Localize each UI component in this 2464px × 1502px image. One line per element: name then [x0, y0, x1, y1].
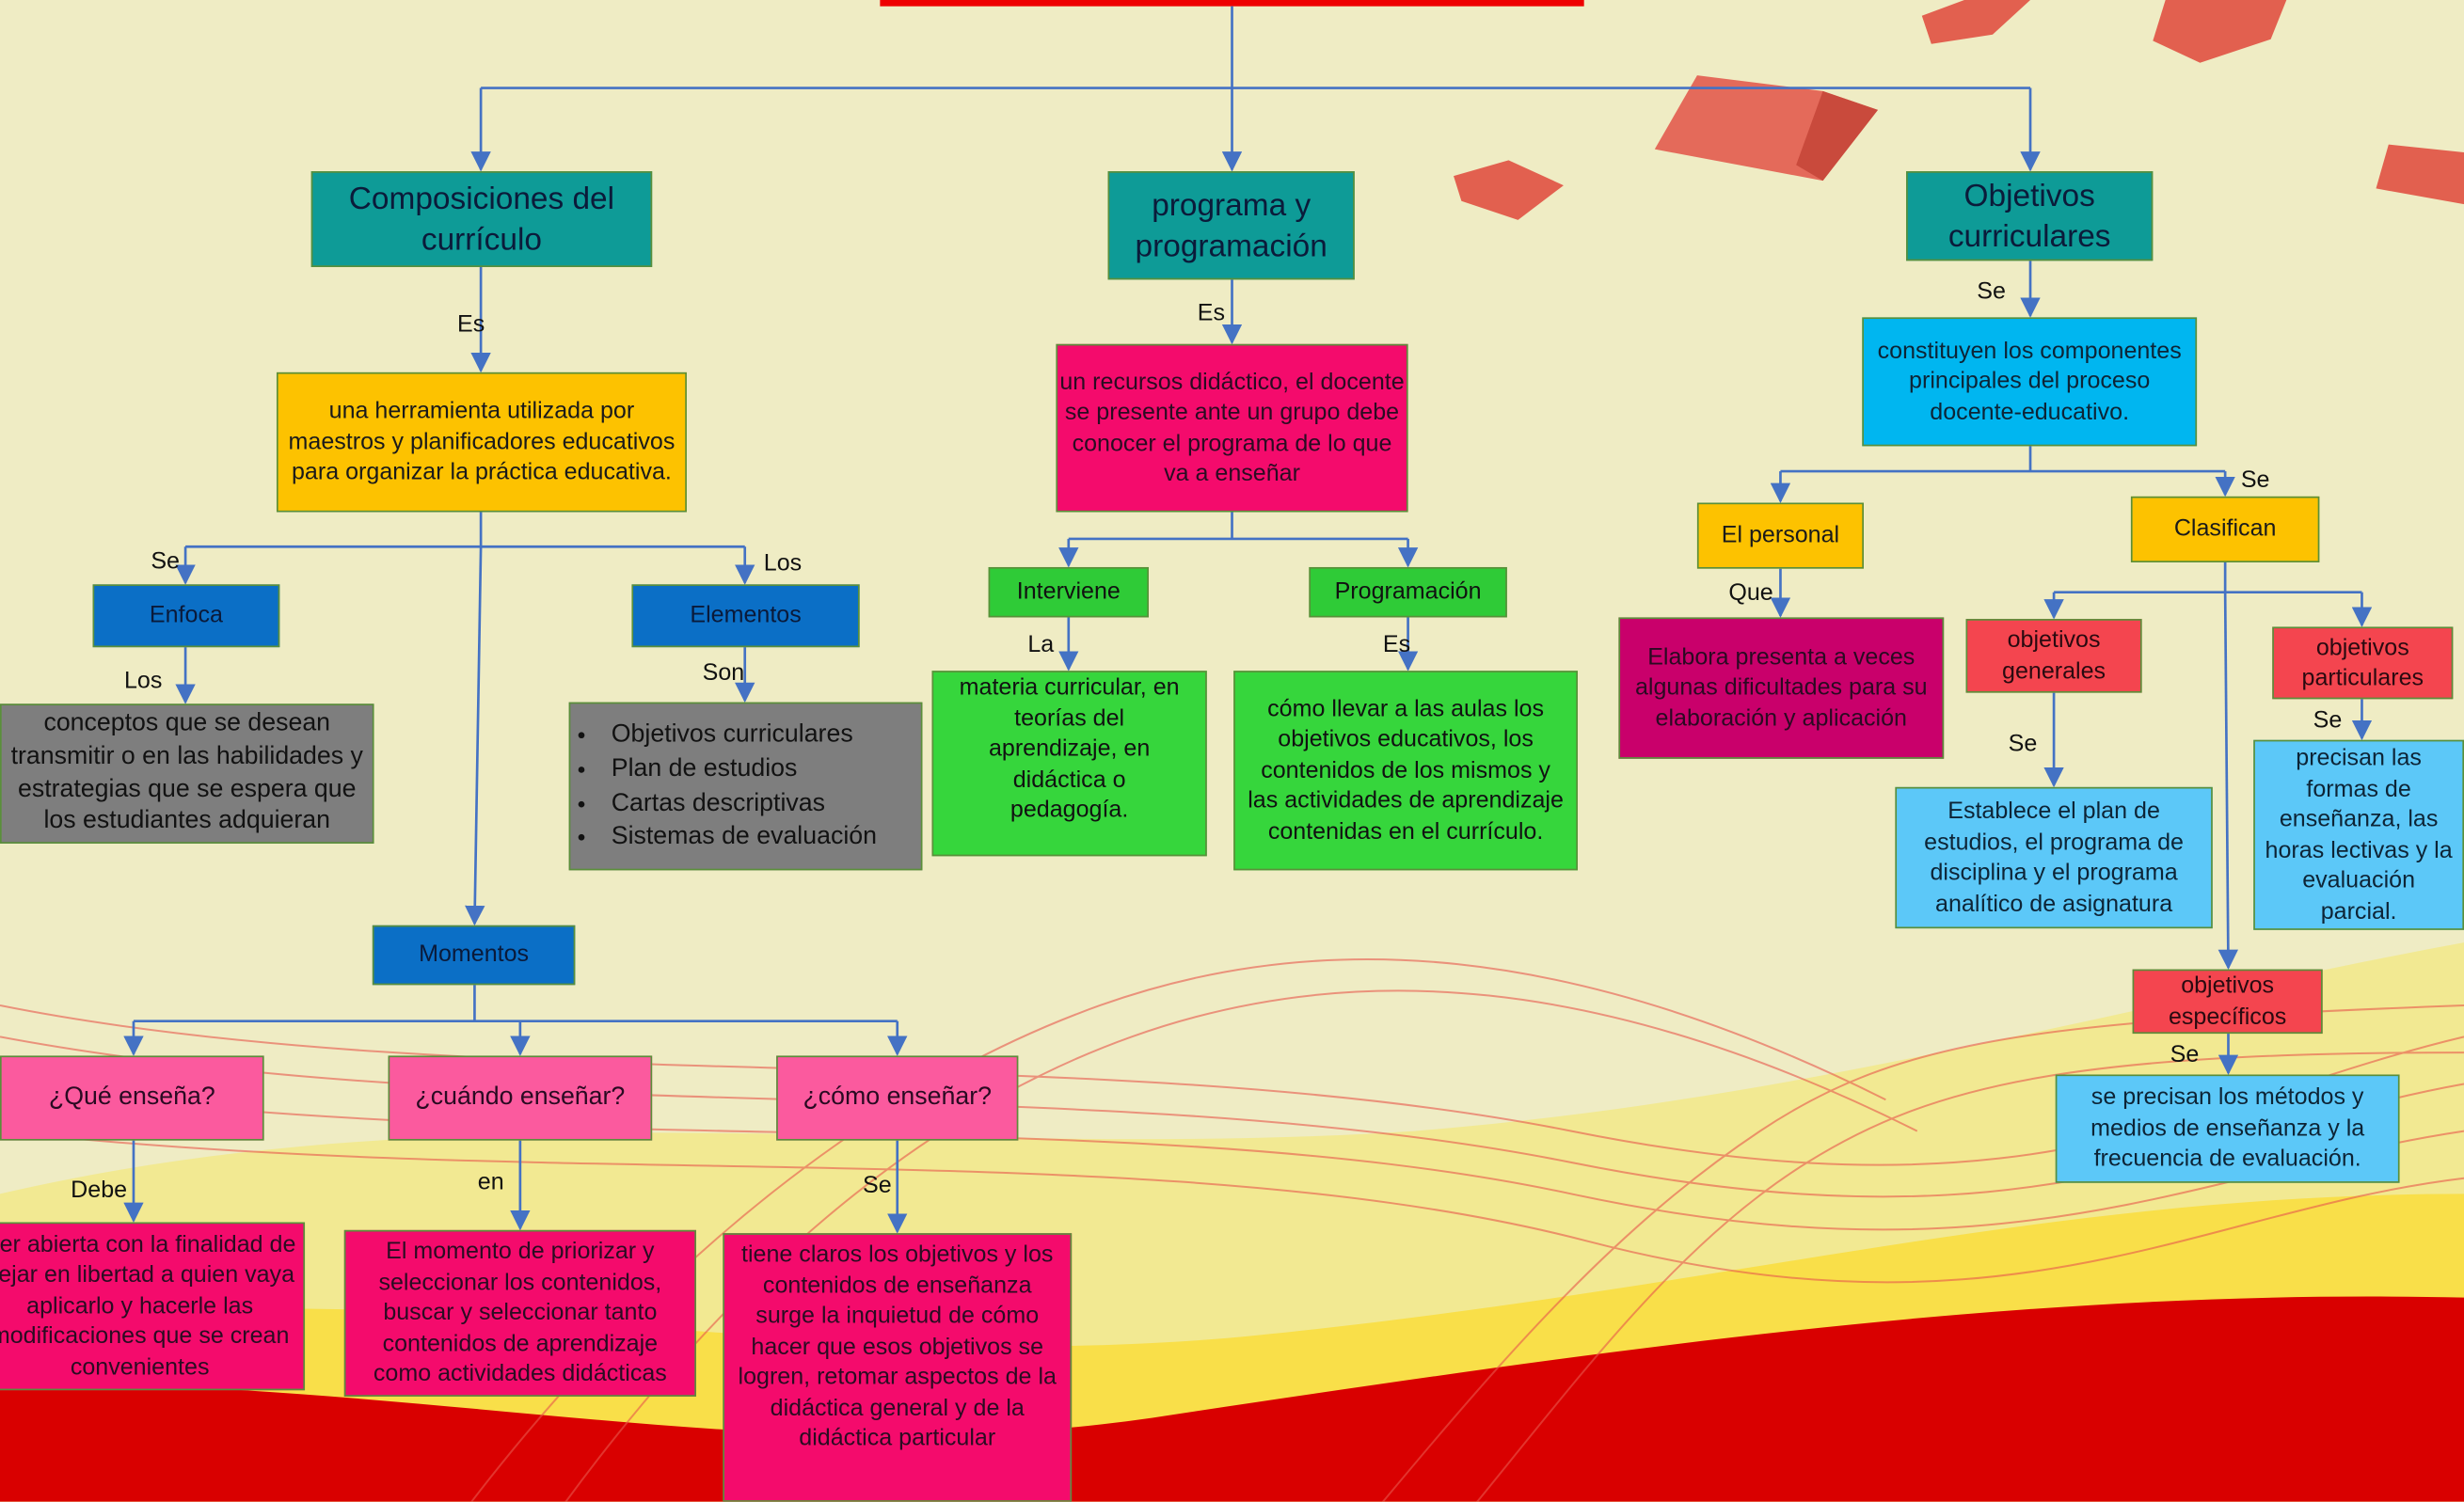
node-el-personal: El personal	[1696, 502, 1864, 569]
connector-label: Son	[702, 659, 745, 687]
node-momento-priorizar-text: El momento de priorizar y seleccionar lo…	[373, 1238, 667, 1388]
node-elabora-text: Elabora presenta a veces algunas dificul…	[1634, 643, 1928, 732]
connector-label: La	[1027, 631, 1055, 658]
node-enfoca: Enfoca	[92, 584, 280, 648]
node-programa: programa y programación	[1107, 171, 1355, 280]
node-materia-text: materia curricular, en teorías del apren…	[959, 673, 1180, 824]
connector-label: Debe	[71, 1177, 128, 1204]
node-cuando-ensenar-text: ¿cuándo enseñar?	[415, 1083, 626, 1111]
node-tiene-claros: tiene claros los objetivos y los conteni…	[723, 1233, 1073, 1502]
connector-label: Es	[1382, 631, 1411, 658]
node-enfoca-text: Enfoca	[149, 602, 223, 629]
node-elabora: Elabora presenta a veces algunas dificul…	[1618, 617, 1945, 759]
node-programacion: Programación	[1309, 566, 1507, 618]
node-como-ensenar: ¿cómo enseñar?	[776, 1055, 1019, 1141]
node-clasifican: Clasifican	[2130, 496, 2320, 562]
node-materia: materia curricular, en teorías del apren…	[931, 671, 1207, 857]
node-como-llevar: cómo llevar a las aulas los objetivos ed…	[1233, 671, 1578, 871]
node-conceptos-text: conceptos que se desean transmitir o en …	[10, 709, 363, 835]
node-abierta-text: Ser abierta con la finalidad de dejar en…	[0, 1231, 296, 1381]
node-obj-generales: objetivos generales	[1965, 619, 2142, 693]
connector-label: en	[477, 1168, 504, 1196]
node-recursos: un recursos didáctico, el docente se pre…	[1056, 343, 1408, 513]
node-precisan-metodos: se precisan los métodos y medios de ense…	[2055, 1074, 2400, 1183]
node-clasifican-text: Clasifican	[2173, 515, 2277, 543]
list-item: Objetivos curriculares	[602, 719, 877, 752]
list-item: Plan de estudios	[602, 752, 877, 786]
node-momentos-text: Momentos	[419, 941, 530, 969]
node-conceptos: conceptos que se desean transmitir o en …	[0, 704, 374, 844]
node-recursos-text: un recursos didáctico, el docente se pre…	[1059, 368, 1405, 487]
node-interviene-text: Interviene	[1016, 578, 1121, 606]
node-el-personal-text: El personal	[1721, 521, 1840, 549]
node-establece-text: Establece el plan de estudios, el progra…	[1924, 798, 2184, 917]
node-precisan-formas-text: precisan las formas de enseñanza, las ho…	[2265, 744, 2453, 925]
node-interviene: Interviene	[988, 566, 1149, 618]
connector-label: Se	[1977, 277, 2006, 306]
node-composiciones-text: Composiciones del currículo	[348, 181, 615, 258]
connector-label: Que	[1728, 579, 1773, 607]
node-obj-particulares-text: objetivos particulares	[2301, 633, 2424, 691]
node-objetivos: Objetivos curriculares	[1906, 171, 2154, 261]
node-programacion-text: Programación	[1334, 578, 1482, 606]
node-establece: Establece el plan de estudios, el progra…	[1895, 786, 2213, 929]
connector-label: Es	[1197, 300, 1226, 327]
node-constituyen: constituyen los componentes principales …	[1862, 317, 2198, 447]
connector-label: Se	[2170, 1041, 2200, 1068]
list-item: Cartas descriptivas	[602, 786, 877, 820]
node-momento-priorizar: El momento de priorizar y seleccionar lo…	[343, 1229, 696, 1397]
node-obj-generales-text: objetivos generales	[2002, 626, 2106, 685]
node-precisan-formas: precisan las formas de enseñanza, las ho…	[2253, 739, 2464, 930]
elementos-list: Objetivos curriculares Plan de estudios …	[570, 719, 877, 854]
node-constituyen-text: constituyen los componentes principales …	[1877, 337, 2182, 426]
node-elementos-text: Elementos	[690, 602, 802, 629]
connector-label: Se	[2313, 706, 2343, 735]
list-item: Sistemas de evaluación	[602, 820, 877, 854]
cube-decoration	[1454, 0, 2464, 220]
connector-label: Es	[457, 310, 485, 339]
node-herramienta: una herramienta utilizada por maestros y…	[276, 372, 687, 513]
connector-label: Se	[151, 547, 181, 576]
connector-label: Los	[123, 667, 163, 695]
node-composiciones: Composiciones del currículo	[310, 171, 653, 267]
node-elementos: Elementos	[631, 584, 860, 648]
connector-label: Se	[862, 1172, 892, 1199]
connector-label: Los	[763, 549, 803, 577]
node-cuando-ensenar: ¿cuándo enseñar?	[388, 1055, 653, 1141]
node-como-ensenar-text: ¿cómo enseñar?	[803, 1083, 993, 1111]
node-momentos: Momentos	[372, 925, 576, 986]
node-que-ensena: ¿Qué enseña?	[0, 1055, 264, 1141]
node-obj-especificos: objetivos específicos	[2132, 969, 2323, 1035]
node-obj-particulares: objetivos particulares	[2272, 626, 2454, 700]
node-obj-especificos-text: objetivos específicos	[2168, 972, 2287, 1030]
connector-label: Se	[2008, 730, 2038, 758]
node-tiene-claros-text: tiene claros los objetivos y los conteni…	[738, 1241, 1057, 1452]
node-herramienta-text: una herramienta utilizada por maestros y…	[288, 398, 676, 486]
node-objetivos-text: Objetivos curriculares	[1947, 178, 2111, 254]
connector-label: Se	[2240, 466, 2270, 494]
node-abierta: Ser abierta con la finalidad de dejar en…	[0, 1222, 306, 1391]
node-programa-text: programa y programación	[1135, 187, 1327, 263]
node-elementos-list: Objetivos curriculares Plan de estudios …	[568, 702, 923, 871]
node-precisan-metodos-text: se precisan los métodos y medios de ense…	[2090, 1083, 2365, 1173]
node-como-llevar-text: cómo llevar a las aulas los objetivos ed…	[1248, 695, 1564, 846]
node-que-ensena-text: ¿Qué enseña?	[48, 1083, 215, 1111]
